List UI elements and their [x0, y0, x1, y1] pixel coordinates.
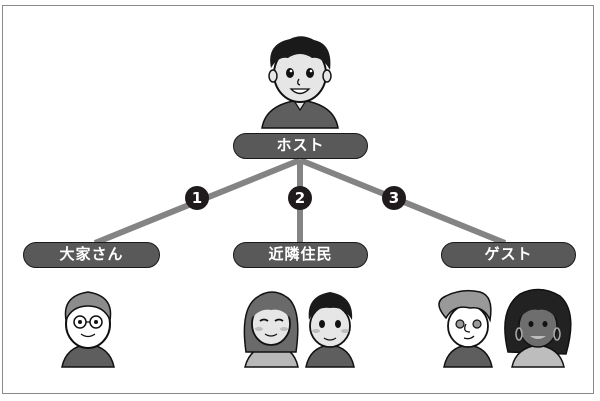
host-person-icon — [261, 36, 339, 129]
guest-man-icon — [438, 289, 493, 368]
guest-label: ゲスト — [441, 242, 576, 268]
landlord-label: 大家さん — [23, 242, 160, 268]
number-badge-1: 1 — [185, 186, 209, 210]
neighbors-label: 近隣住民 — [233, 242, 368, 268]
number-badge-3: 3 — [382, 186, 406, 210]
guest-woman-icon — [504, 288, 572, 368]
neighbor-man-icon — [305, 292, 355, 368]
neighbor-woman-icon — [243, 291, 299, 368]
diagram-frame — [2, 5, 594, 394]
host-label: ホスト — [233, 133, 368, 159]
number-badge-2: 2 — [288, 186, 312, 210]
landlord-icon — [61, 291, 115, 368]
